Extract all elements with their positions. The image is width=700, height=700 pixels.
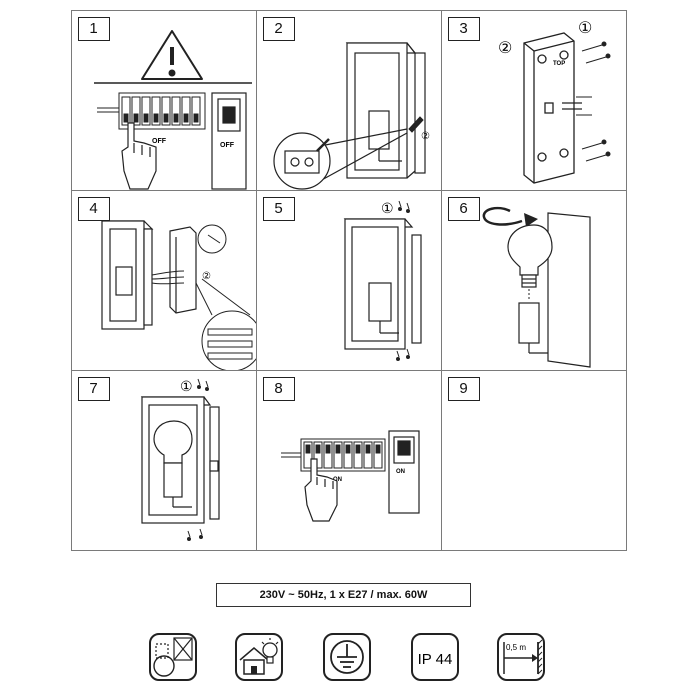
plate-top-label: TOP (553, 61, 565, 67)
breaker-panel-icon (280, 438, 385, 471)
step-number: 8 (262, 376, 295, 401)
wall-plate-icon (546, 211, 591, 368)
protective-earth-icon (323, 633, 371, 681)
lantern-fixture-icon (343, 217, 422, 350)
step-8-illustration: ON ON (280, 429, 420, 522)
zoom-detail-icon (272, 127, 407, 190)
switch-on-label: ON (333, 477, 342, 483)
step-number: 3 (447, 16, 480, 41)
instruction-grid: 1 OFF (70, 9, 627, 551)
step-5-illustration: ① (343, 200, 422, 361)
screw-icons (575, 41, 610, 161)
light-bulb-icon (506, 223, 553, 288)
screw-icons (186, 378, 209, 541)
bulb-socket-icon (517, 301, 548, 354)
step-2-panel: 2 ② (255, 9, 442, 191)
main-breaker-icon (387, 429, 420, 514)
step-7-illustration: ① (140, 378, 220, 541)
main-breaker-icon (210, 91, 247, 190)
step-number: 5 (262, 196, 295, 221)
rotate-arrow-icon (482, 206, 538, 227)
step-number: 2 (262, 16, 295, 41)
step-number: 9 (447, 376, 480, 401)
step-3-illustration: ① ② TOP (498, 20, 610, 184)
ip-rating-label: IP 44 (418, 651, 453, 668)
step-5-panel: 5 ① (255, 189, 442, 371)
screwdriver-icon (407, 115, 424, 133)
indoor-outdoor-use-icon (235, 633, 283, 681)
wire-icons (151, 270, 184, 284)
step-number: 7 (77, 376, 110, 401)
min-distance-icon: 0,5 m (497, 633, 545, 681)
mounting-plate-icon (522, 31, 582, 184)
screw-icons (395, 200, 410, 361)
step-3-panel: 3 ① ② TOP (440, 9, 627, 191)
warning-triangle-icon (140, 29, 203, 80)
no-bulb-contact-icon (149, 633, 197, 681)
step-4-panel: 4 (70, 189, 257, 371)
distance-label: 0,5 m (506, 643, 526, 652)
hand-icon (120, 121, 157, 190)
breaker-panel-icon (96, 92, 205, 129)
light-bulb-icon (152, 419, 193, 508)
step-1-illustration: OFF OFF (93, 29, 252, 190)
step-number: 6 (447, 196, 480, 221)
electrical-spec-box: 230V ~ 50Hz, 1 x E27 / max. 60W (216, 583, 471, 607)
step-7-panel: 7 ① (70, 369, 257, 551)
step-marker: ② (421, 131, 430, 142)
step-2-illustration: ② (272, 41, 430, 190)
step-number: 1 (77, 16, 110, 41)
step-4-illustration: ② (100, 219, 256, 370)
step-marker-1: ① (578, 20, 592, 37)
step-1-panel: 1 OFF (70, 9, 257, 191)
zoom-detail-icon (195, 224, 256, 370)
mounting-plate-icon (168, 225, 197, 314)
lantern-fixture-icon (345, 41, 426, 179)
ip-rating-icon: IP 44 (411, 633, 459, 681)
step-marker: ① (180, 380, 193, 395)
step-9-panel: 9 (440, 369, 627, 551)
step-number: 4 (77, 196, 110, 221)
hand-icon (303, 457, 338, 522)
breaker-on-label: ON (396, 469, 405, 475)
lantern-fixture-icon (100, 219, 153, 330)
step-6-panel: 6 (440, 189, 627, 371)
step-marker: ① (381, 202, 394, 217)
step-marker: ② (202, 271, 211, 282)
step-8-panel: 8 ON O (255, 369, 442, 551)
safety-icons-row: IP 44 0,5 m (140, 630, 560, 700)
step-6-illustration (482, 206, 591, 368)
switch-off-label: OFF (152, 138, 167, 145)
step-marker-2: ② (498, 40, 512, 57)
breaker-off-label: OFF (220, 142, 235, 149)
